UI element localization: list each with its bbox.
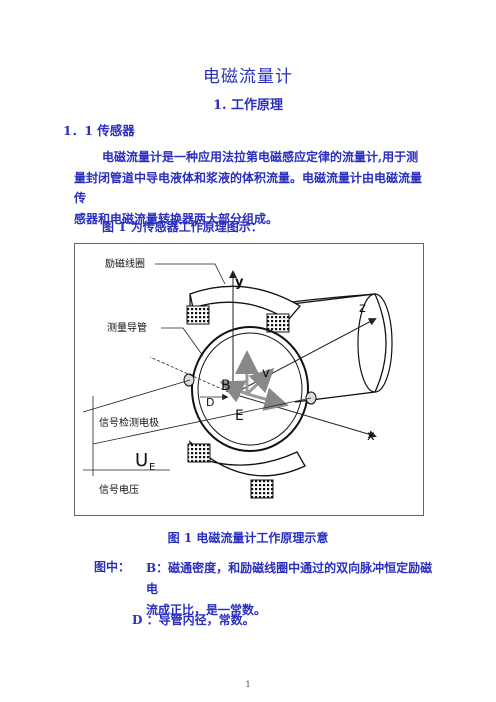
symbol-v: v — [262, 366, 270, 381]
page-number: 1 — [245, 680, 251, 689]
definition-line: B：磁通密度，和励磁线圈中通过的双向脉冲恒定励磁电 — [146, 561, 433, 596]
paragraph-line: 感器和电磁流量转换器两大部分组成。 — [74, 211, 279, 226]
vector-arrows — [200, 350, 289, 411]
diagram-svg: 励磁线圈 测量导管 信号检测电极 信号电压 y z x B v D E U E — [82, 257, 393, 499]
figure-caption: 图 1 电磁流量计工作原理示意 — [167, 531, 329, 545]
principle-diagram: 励磁线圈 测量导管 信号检测电极 信号电压 y z x B v D E U E — [74, 243, 424, 516]
tube-label: 测量导管 — [107, 321, 147, 334]
voltage-label: 信号电压 — [99, 483, 139, 496]
figure-intro: 图 1 为传感器工作原理图示： — [102, 220, 263, 234]
axis-z-label: z — [359, 301, 366, 316]
intro-paragraph: 电磁流量计是一种应用法拉第电磁感应定律的流量计,用于测 量封闭管道中导电液体和浆… — [74, 147, 424, 229]
axis-y-label: y — [235, 275, 244, 290]
subsection-heading: 1．1 传感器 — [63, 123, 135, 138]
document-title: 电磁流量计 — [203, 67, 293, 87]
symbol-D: D — [206, 396, 214, 409]
symbol-U-subscript: E — [149, 462, 155, 473]
definition-line: 流成正比，是一常数。 — [146, 603, 267, 617]
coil-label: 励磁线圈 — [105, 257, 145, 270]
section-heading: 1. 工作原理 — [212, 98, 284, 113]
definition-B: B：磁通密度，和励磁线圈中通过的双向脉冲恒定励磁电 流成正比，是一常数。 — [146, 558, 442, 621]
paragraph-line: 量封闭管道中导电液体和浆液的体积流量。电磁流量计由电磁流量传 — [74, 170, 423, 206]
symbol-B: B — [221, 378, 231, 394]
leader-lines — [82, 263, 312, 476]
electrode-label: 信号检测电极 — [99, 416, 159, 429]
bottom-excitation-coil — [187, 440, 306, 499]
measuring-tube-ring — [191, 326, 309, 452]
symbol-U: U — [135, 450, 148, 471]
definition-D: D ：导管内径，常数。 — [132, 613, 255, 627]
symbol-E: E — [235, 408, 244, 424]
paragraph-line: 电磁流量计是一种应用法拉第电磁感应定律的流量计,用于测 — [102, 150, 419, 164]
axis-x-label: x — [367, 429, 375, 444]
definitions-label: 图中： — [94, 560, 131, 574]
top-excitation-coil — [186, 285, 302, 333]
